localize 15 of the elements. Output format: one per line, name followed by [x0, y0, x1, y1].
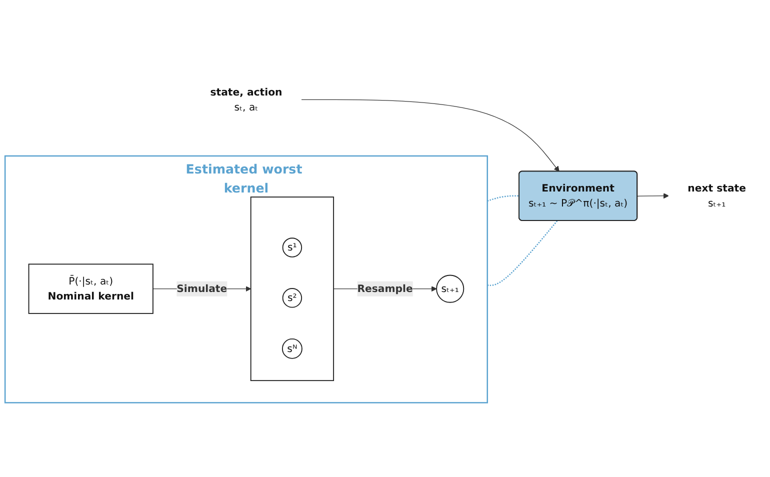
- node-circle: [436, 274, 464, 302]
- node-circle: [282, 237, 302, 258]
- connector: [487, 220, 558, 286]
- arrow: [300, 99, 560, 172]
- node-circle: [282, 288, 302, 308]
- node-text: next state sₜ₊₁: [688, 182, 746, 209]
- node-circle: [282, 338, 302, 359]
- cluster: [250, 196, 334, 381]
- arrow: [637, 192, 669, 198]
- node-text: state, action sₜ, aₜ: [210, 85, 282, 113]
- cluster: [4, 154, 488, 403]
- edge-label: Resample: [357, 282, 413, 294]
- connector: [487, 194, 519, 202]
- edge-label: Simulate: [176, 282, 228, 294]
- node-box: [28, 263, 154, 314]
